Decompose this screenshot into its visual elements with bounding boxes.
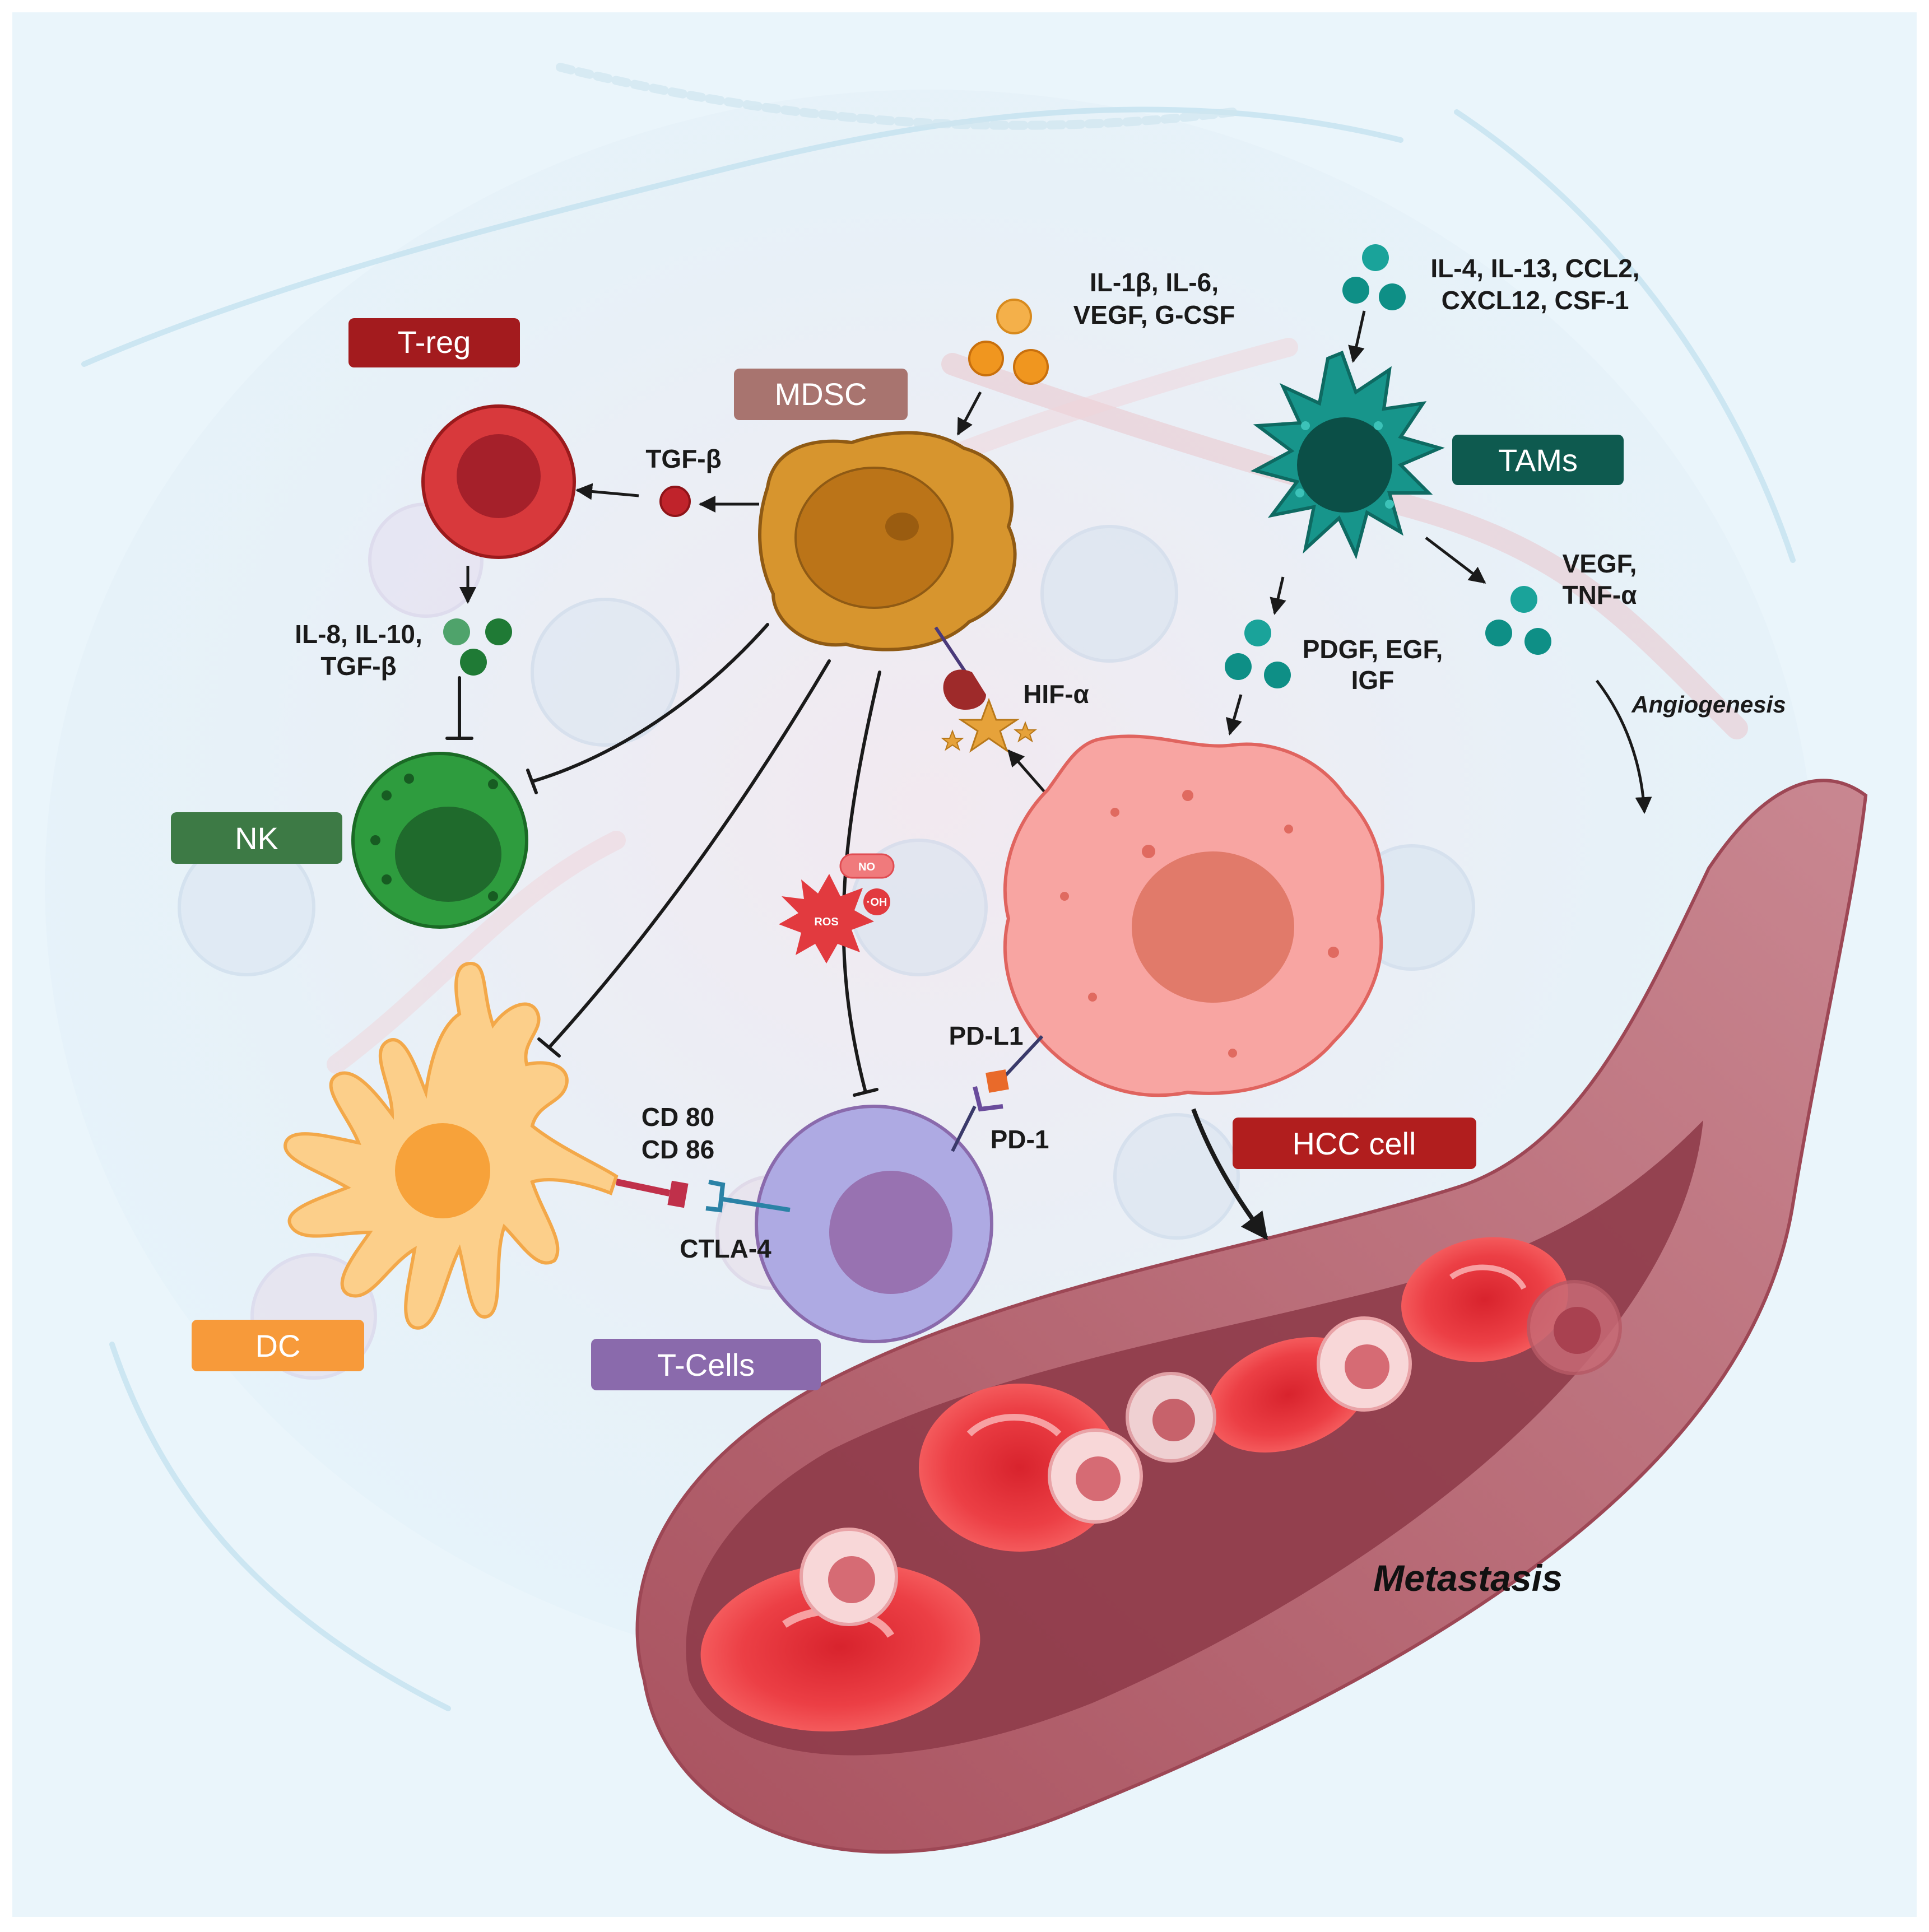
arrow-factors-to-tams xyxy=(1348,310,1366,363)
circulating-tumor-cells xyxy=(800,1280,1622,1626)
ctc-3 xyxy=(1126,1372,1216,1463)
growth-factors-line1: PDGF, EGF, xyxy=(1303,635,1443,664)
arrow-metastasis xyxy=(1191,1108,1268,1240)
label-box-dc: DC xyxy=(192,1320,364,1371)
tgf-beta-dot xyxy=(659,486,691,517)
nk-label: NK xyxy=(235,821,278,856)
angiogenesis-label: Angiogenesis xyxy=(1631,691,1786,718)
cd86-label: CD 86 xyxy=(642,1135,714,1164)
pd1-pdl1-pair xyxy=(951,1035,1044,1152)
treg-cell xyxy=(421,404,576,559)
mdsc-factors-line2: VEGF, G-CSF xyxy=(1073,300,1235,329)
no-label: NO xyxy=(858,861,875,873)
ros-badge: ROS xyxy=(779,874,874,963)
cd80-ctla4-pair xyxy=(615,1179,791,1213)
treg-factors-line2: TGF-β xyxy=(320,651,396,681)
label-box-treg: T-reg xyxy=(348,318,520,367)
arrow-angiogenesis xyxy=(1596,679,1652,814)
tcells-label: T-Cells xyxy=(657,1347,755,1382)
arrow-factors-to-mdsc xyxy=(956,391,982,436)
label-box-hcc: HCC cell xyxy=(1233,1118,1476,1169)
label-box-nk: NK xyxy=(171,812,342,864)
growth-factors-line2: IGF xyxy=(1351,665,1395,695)
dendritic-cell xyxy=(283,961,619,1330)
pdl1-label: PD-L1 xyxy=(949,1021,1024,1050)
no-badge: NO xyxy=(839,853,895,879)
rbc-4 xyxy=(1401,1237,1568,1362)
interaction-lines xyxy=(445,623,881,1097)
tam-cytokines xyxy=(1342,244,1406,310)
hcc-cell xyxy=(1003,734,1384,1097)
ctc-5 xyxy=(1527,1280,1622,1375)
cd80-label: CD 80 xyxy=(642,1102,714,1132)
hif-label: HIF-α xyxy=(1023,679,1089,709)
ctc-2 xyxy=(1048,1428,1143,1524)
mdsc-cytokines xyxy=(968,299,1049,385)
t-cell xyxy=(755,1105,993,1343)
ros-label: ROS xyxy=(814,916,838,928)
ctc-4 xyxy=(1317,1316,1412,1412)
mdsc-factors-line1: IL-1β, IL-6, xyxy=(1090,268,1219,297)
label-box-tams: TAMs xyxy=(1452,435,1624,485)
vegf-tnf-line2: TNF-α xyxy=(1562,580,1637,609)
mdsc-tcell-inhibition xyxy=(842,671,881,1094)
treg-cytokines xyxy=(443,618,512,676)
mdsc-nk-inhibition xyxy=(531,623,769,783)
dc-label: DC xyxy=(255,1328,301,1363)
arrow-hcc-to-hif xyxy=(1007,749,1049,797)
arrows xyxy=(459,310,1652,1240)
tams-cell xyxy=(1250,351,1445,560)
background-fibers xyxy=(81,63,1796,1711)
hif-star-icon xyxy=(958,697,1020,753)
growth-factor-cytokines xyxy=(1225,620,1291,688)
vegf-tnf-line1: VEGF, xyxy=(1563,549,1637,578)
tam-factors-line2: CXCL12, CSF-1 xyxy=(1442,286,1629,315)
nk-cell xyxy=(351,752,528,929)
label-box-tcells: T-Cells xyxy=(591,1339,821,1390)
vegf-tnf-cytokines xyxy=(1485,586,1551,655)
treg-factors-line1: IL-8, IL-10, xyxy=(295,620,422,649)
mdsc-label: MDSC xyxy=(775,376,867,412)
ctc-1 xyxy=(800,1528,898,1626)
tams-label: TAMs xyxy=(1498,443,1578,478)
pd1-label: PD-1 xyxy=(991,1125,1049,1154)
treg-label: T-reg xyxy=(398,324,471,360)
tam-factors-line1: IL-4, IL-13, CCL2, xyxy=(1430,254,1639,283)
oh-label: ·OH xyxy=(867,896,887,909)
arrow-tgf-to-treg xyxy=(575,483,639,500)
hcc-label: HCC cell xyxy=(1293,1126,1416,1161)
arrow-growth-to-hcc xyxy=(1225,694,1243,735)
hif-receptor xyxy=(934,626,1037,753)
metastasis-label: Metastasis xyxy=(1373,1557,1563,1599)
mdsc-dc-inhibition xyxy=(547,659,831,1049)
oh-badge: ·OH xyxy=(863,888,890,915)
mdsc-cell xyxy=(758,431,1017,651)
ctla4-label: CTLA-4 xyxy=(680,1234,771,1263)
arrow-tams-to-growth xyxy=(1270,576,1286,615)
arrow-tams-to-vegf xyxy=(1425,537,1486,584)
tgf-beta-label: TGF-β xyxy=(645,444,721,473)
molecule-labels: IL-1β, IL-6, VEGF, G-CSF IL-4, IL-13, CC… xyxy=(295,254,1639,1263)
label-box-mdsc: MDSC xyxy=(734,369,908,420)
